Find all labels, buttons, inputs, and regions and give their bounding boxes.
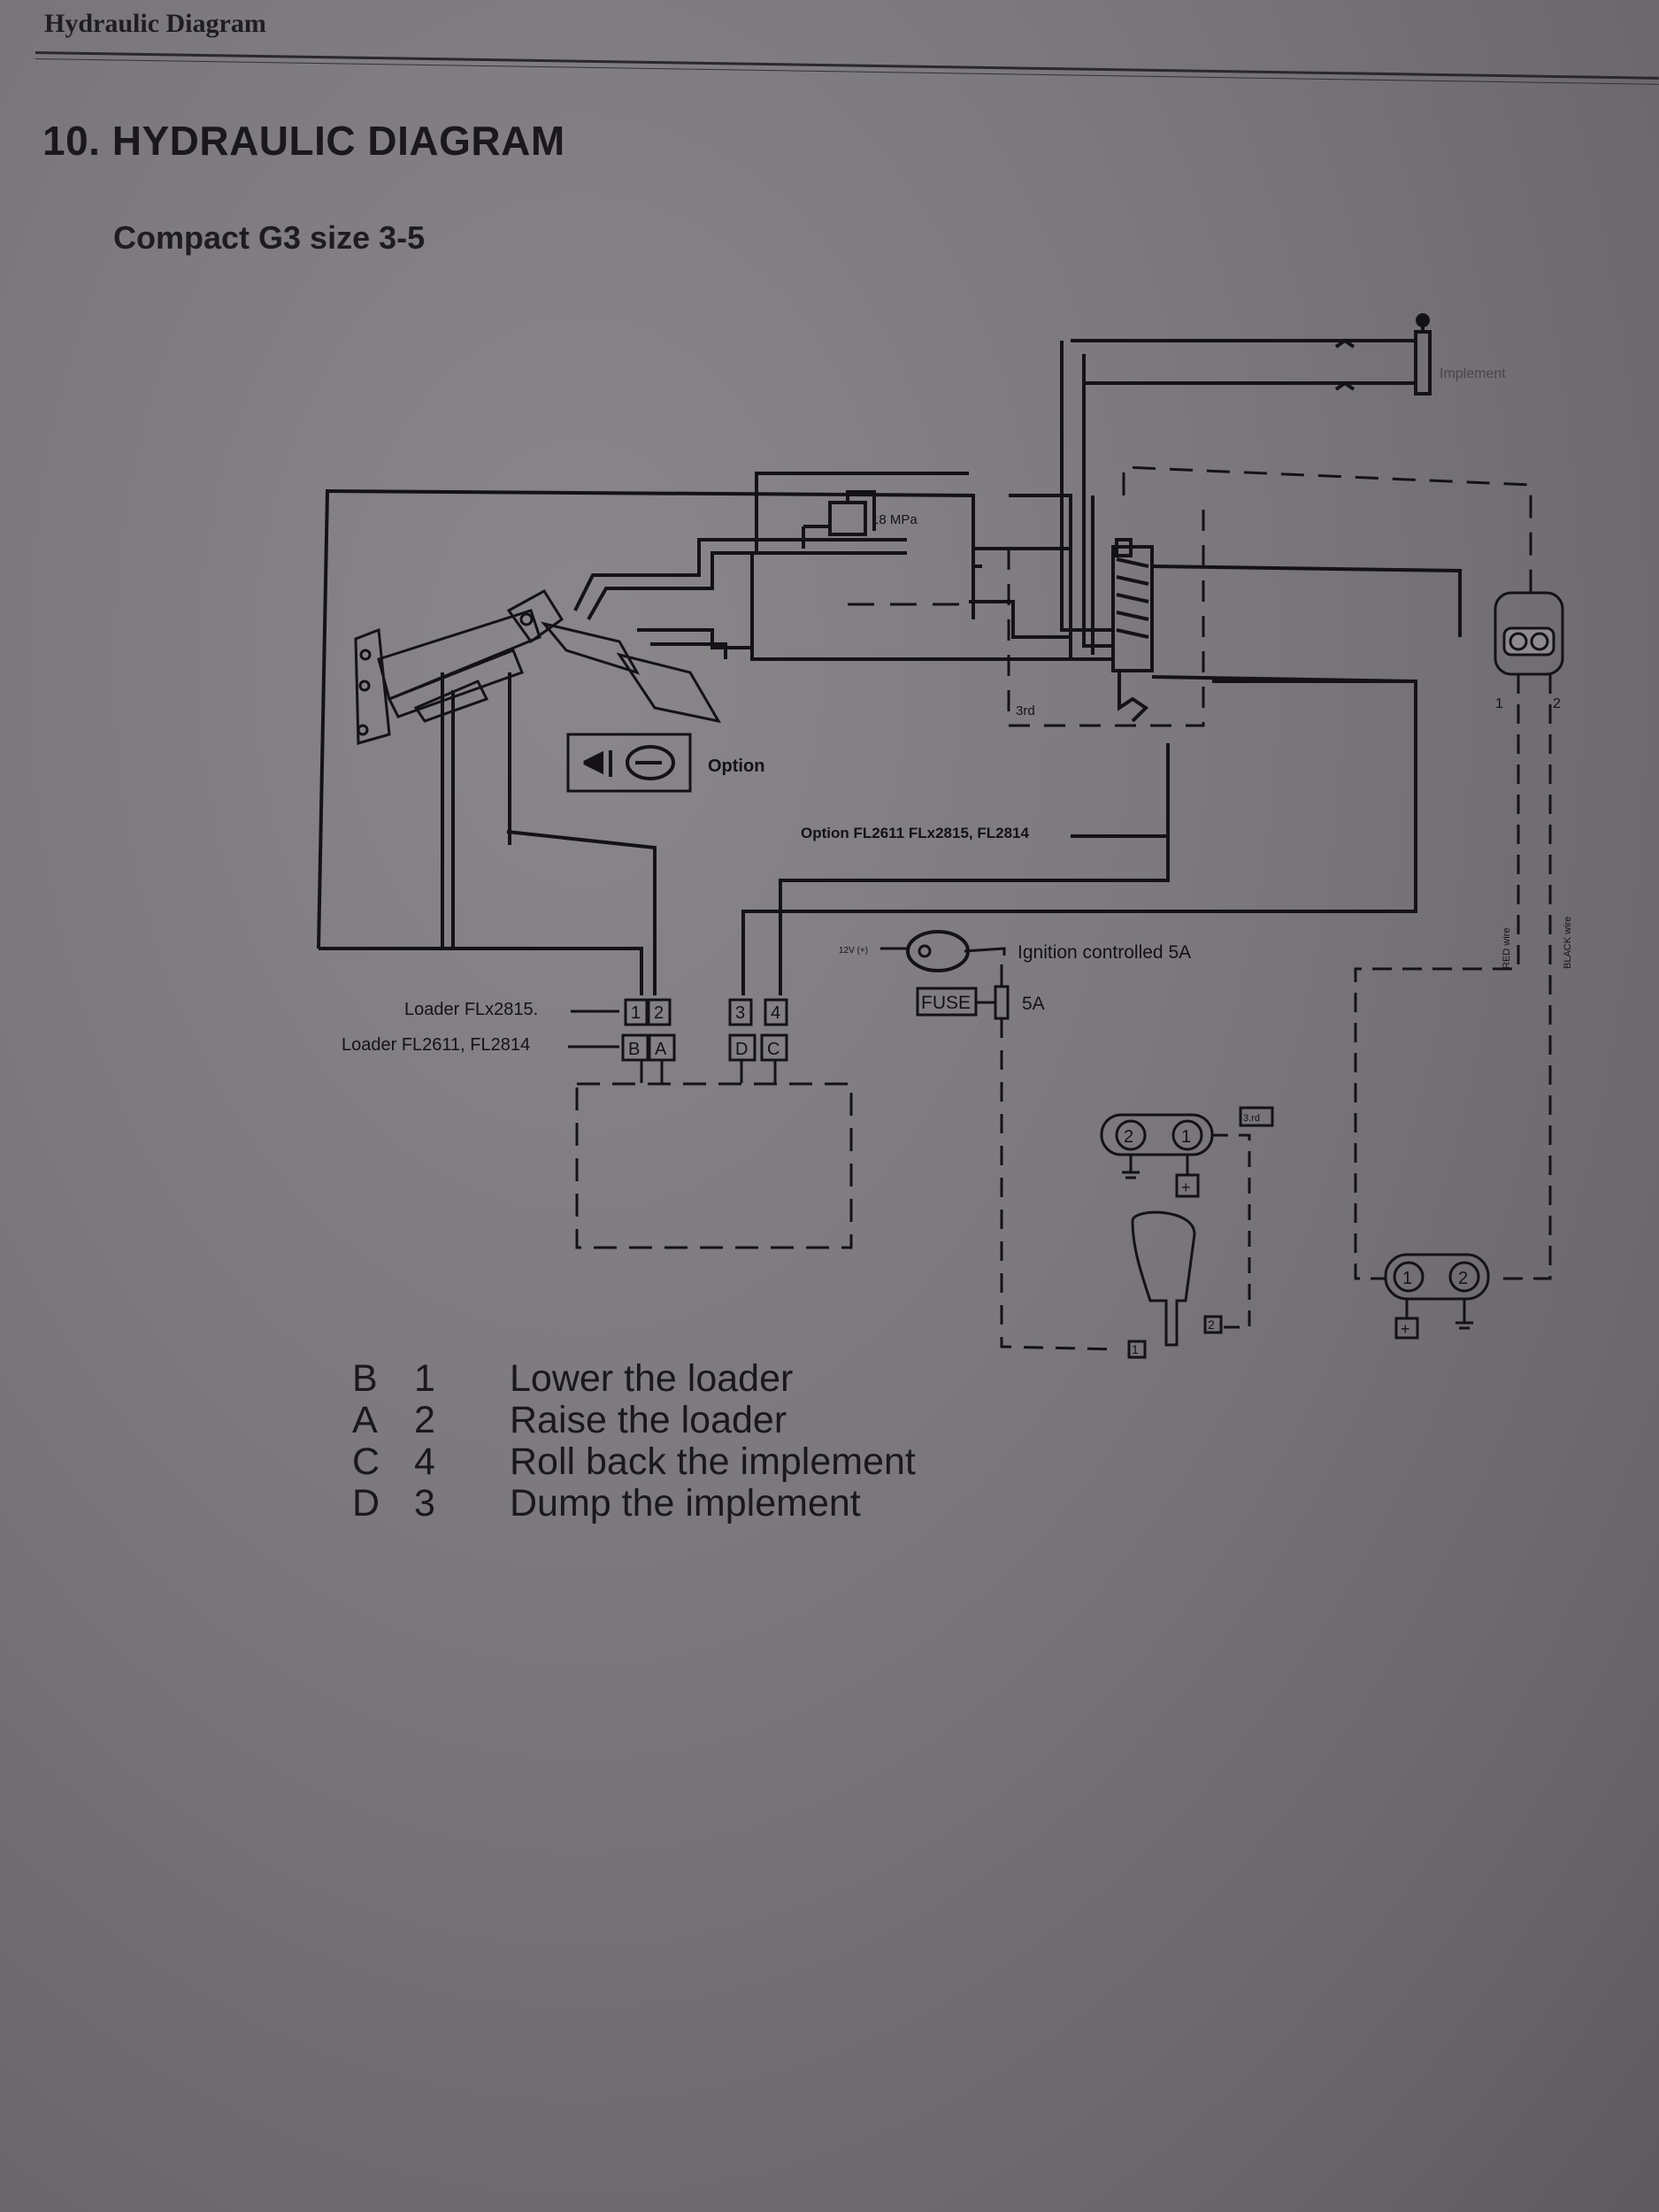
diagram-subtitle: Compact G3 size 3-5: [113, 219, 426, 256]
connector-plug: 1 2 RED wire BLACK wire 1 2 +: [1354, 591, 1573, 1340]
port-1: 1: [631, 1003, 641, 1023]
legend-row: D 3 Dump the implement: [352, 1483, 916, 1525]
switch-pin-2: 2: [1124, 1127, 1133, 1147]
port-c: C: [767, 1040, 780, 1059]
running-header: Hydraulic Diagram: [44, 9, 266, 38]
loader-arm: [354, 589, 721, 745]
plug-plus: +: [1401, 1320, 1410, 1338]
port-function-legend: B 1 Lower the loader A 2 Raise the loade…: [352, 1358, 916, 1525]
switch-plus: +: [1181, 1179, 1191, 1196]
legend-letter: B: [352, 1357, 378, 1400]
legend-row: B 1 Lower the loader: [352, 1358, 916, 1400]
port-d: D: [735, 1040, 748, 1059]
legend-letter: C: [352, 1440, 380, 1483]
plug-pin-1: 1: [1402, 1269, 1412, 1288]
loader-fl-label: Loader FL2611, FL2814: [342, 1035, 530, 1055]
legend-letter: D: [352, 1482, 380, 1525]
port-2: 2: [654, 1003, 664, 1023]
option-accumulator: [566, 733, 692, 793]
port-3: 3: [735, 1003, 745, 1023]
conn-pin-1: 1: [1495, 696, 1503, 711]
implement-label: Implement: [1440, 366, 1506, 381]
ignition-label: Ignition controlled 5A: [1018, 942, 1191, 963]
port-4: 4: [771, 1003, 780, 1023]
third-label: 3rd: [1016, 703, 1035, 718]
fuse-label: FUSE: [921, 993, 971, 1013]
hydraulic-lines: [317, 313, 1532, 995]
joystick-switch: 2 1 3.rd + 2 1: [1100, 1106, 1274, 1359]
legend-text: Raise the loader: [510, 1399, 787, 1441]
section-title: 10. HYDRAULIC DIAGRAM: [42, 118, 565, 164]
switch-pin-1: 1: [1181, 1127, 1191, 1147]
loader-ports: Loader FLx2815. Loader FL2611, FL2814 1 …: [342, 998, 853, 1249]
black-wire-label: BLACK wire: [1563, 917, 1573, 969]
red-wire-label: RED wire: [1502, 928, 1512, 969]
legend-text: Dump the implement: [510, 1482, 861, 1525]
legend-row: C 4 Roll back the implement: [352, 1441, 916, 1483]
legend-number: 1: [414, 1357, 435, 1400]
pressure-label: 18 MPa: [872, 512, 918, 527]
port-a: A: [655, 1040, 667, 1059]
option-label: Option: [708, 757, 764, 776]
legend-number: 4: [414, 1440, 435, 1483]
legend-number: 3: [414, 1482, 435, 1525]
port-b: B: [628, 1040, 640, 1059]
conn-pin-2: 2: [1553, 696, 1561, 711]
option-models-label: Option FL2611 FLx2815, FL2814: [801, 825, 1029, 841]
voltage-label: 12V (+): [839, 946, 868, 956]
loader-flx-label: Loader FLx2815.: [404, 1000, 538, 1019]
ignition-circuit: 12V (+) Ignition controlled 5A FUSE 5A: [839, 930, 1191, 1351]
legend-letter: A: [352, 1399, 378, 1441]
legend-row: A 2 Raise the loader: [352, 1400, 916, 1441]
legend-number: 2: [414, 1399, 435, 1441]
fuse-rating-label: 5A: [1022, 994, 1045, 1014]
legend-text: Roll back the implement: [510, 1440, 916, 1483]
svg-text:1: 1: [1132, 1342, 1139, 1356]
plug-pin-2: 2: [1458, 1269, 1468, 1288]
svg-text:2: 2: [1208, 1317, 1215, 1332]
legend-text: Lower the loader: [510, 1357, 794, 1400]
third-tag: 3.rd: [1243, 1113, 1260, 1124]
